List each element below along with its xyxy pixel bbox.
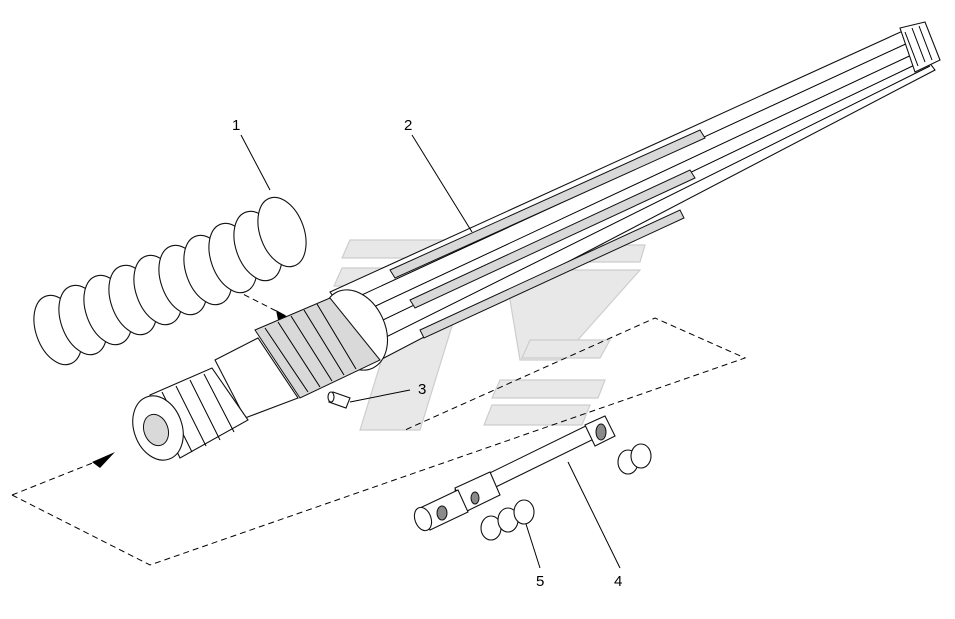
callout-4: 4 bbox=[614, 573, 622, 590]
callout-2: 2 bbox=[404, 117, 412, 134]
callout-1: 1 bbox=[232, 117, 240, 134]
pin-part-3 bbox=[327, 391, 351, 409]
o-rings-part-5 bbox=[480, 443, 652, 541]
arrow-head-left bbox=[92, 452, 115, 468]
main-shaft-part-2 bbox=[132, 21, 941, 461]
leader-lines bbox=[240, 134, 621, 569]
assembly-dashed-path bbox=[11, 289, 747, 566]
callout-5: 5 bbox=[536, 573, 544, 590]
spring-part-1 bbox=[33, 196, 307, 366]
callout-3: 3 bbox=[418, 381, 426, 398]
watermark-logo bbox=[333, 239, 646, 431]
tube-part-4 bbox=[413, 415, 616, 532]
